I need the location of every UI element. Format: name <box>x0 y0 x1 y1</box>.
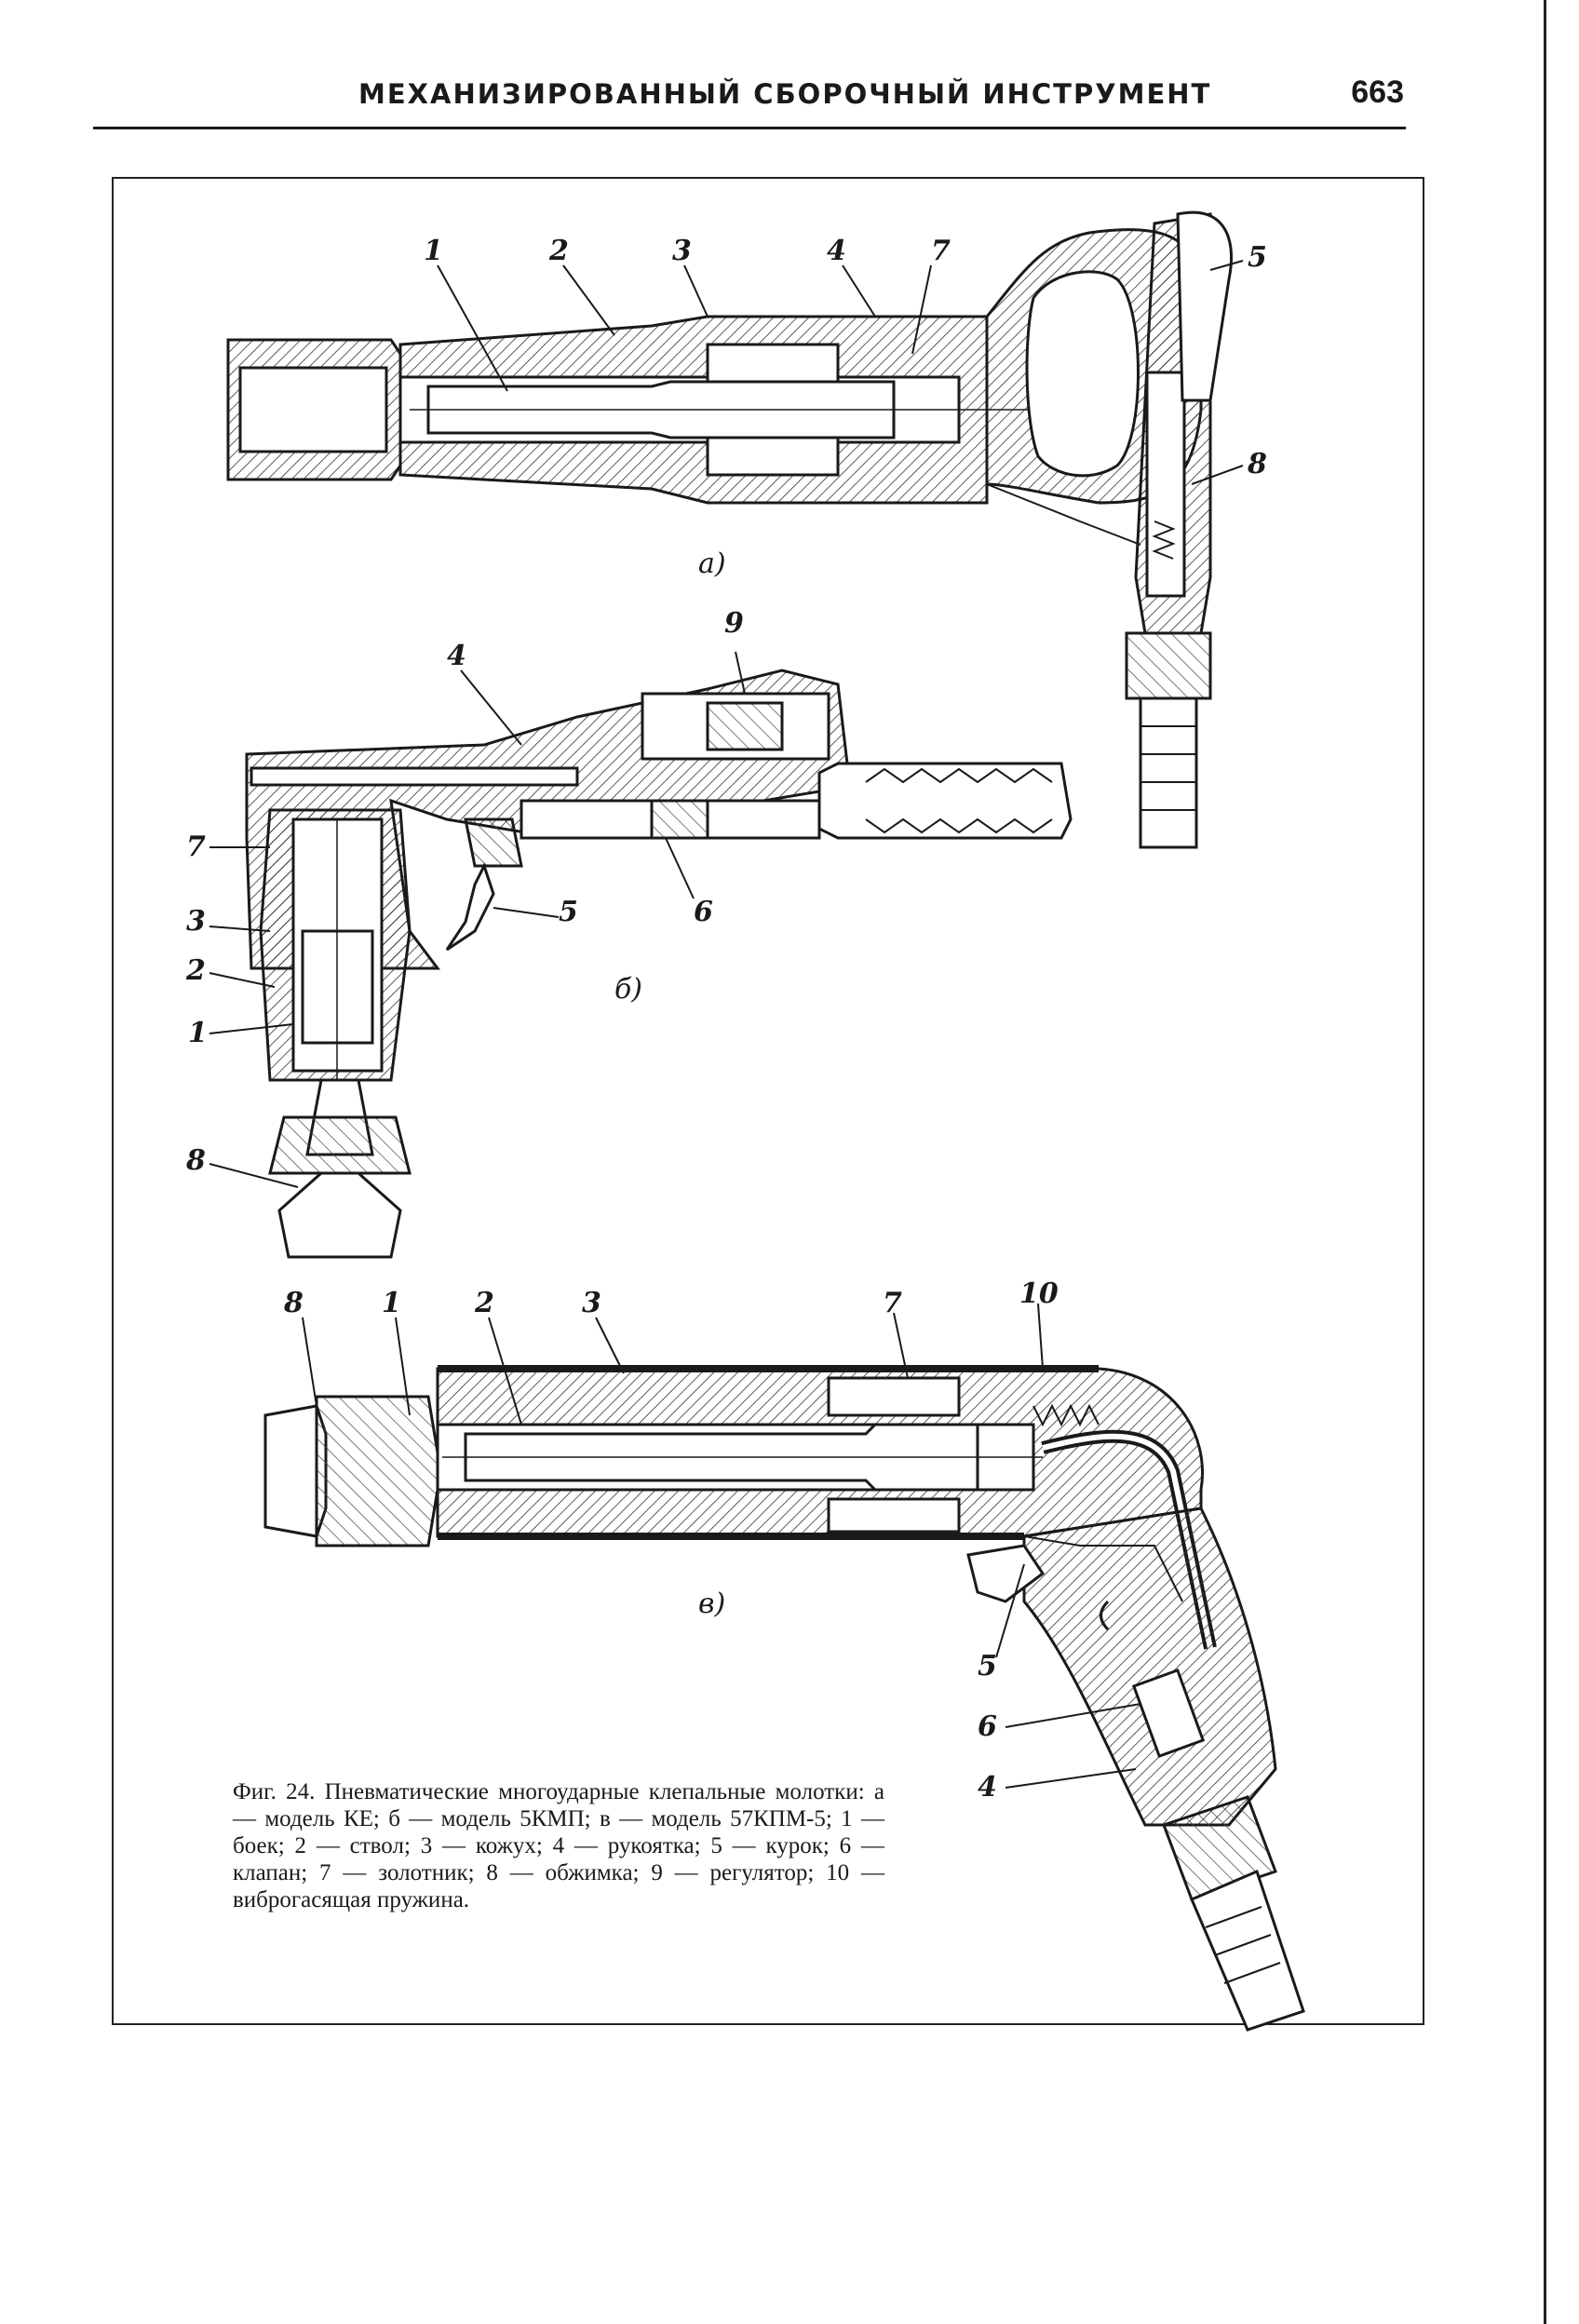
label-c-3: 3 <box>582 1287 601 1319</box>
label-a-3: 3 <box>672 235 692 267</box>
label-a-7: 7 <box>931 235 951 267</box>
subfigure-label-c: в) <box>698 1588 726 1620</box>
page-edge-line <box>1544 0 1546 2324</box>
header-rule <box>93 127 1406 129</box>
drawing-b-hammer-5kmp <box>245 669 1073 1259</box>
label-c-5: 5 <box>978 1650 997 1682</box>
label-c-4: 4 <box>978 1771 997 1804</box>
label-a-5: 5 <box>1248 241 1267 274</box>
leader-lines <box>209 260 1244 1789</box>
label-b-3: 3 <box>186 905 206 938</box>
running-title: МЕХАНИЗИРОВАННЫЙ СБОРОЧНЫЙ ИНСТРУМЕНТ <box>358 78 1212 110</box>
figure-frame <box>112 177 1424 2025</box>
label-a-8: 8 <box>1248 448 1267 480</box>
label-b-7: 7 <box>186 831 206 863</box>
label-b-4: 4 <box>447 640 466 672</box>
page-number: 663 <box>1351 74 1404 110</box>
drawing-c-hammer-57kpm5 <box>263 1365 1305 2032</box>
label-b-8: 8 <box>186 1144 206 1177</box>
label-a-2: 2 <box>549 235 569 267</box>
subfigure-label-a: а) <box>698 547 726 580</box>
label-c-8: 8 <box>284 1287 304 1319</box>
figure-caption: Фиг. 24. Пневматические многоударные кле… <box>233 1779 884 1912</box>
subfigure-label-b: б) <box>614 973 643 1006</box>
label-c-1: 1 <box>382 1287 401 1319</box>
label-b-1: 1 <box>188 1017 208 1049</box>
label-b-2: 2 <box>186 954 206 987</box>
label-b-6: 6 <box>694 896 713 928</box>
label-a-4: 4 <box>827 235 846 267</box>
label-c-2: 2 <box>475 1287 494 1319</box>
page-header: МЕХАНИЗИРОВАННЫЙ СБОРОЧНЫЙ ИНСТРУМЕНТ 66… <box>93 73 1404 128</box>
label-c-6: 6 <box>978 1710 997 1743</box>
label-c-10: 10 <box>1019 1277 1059 1310</box>
label-b-5: 5 <box>559 896 578 928</box>
drawing-a-hammer-ke <box>226 210 1234 849</box>
label-b-9: 9 <box>724 607 744 640</box>
label-a-1: 1 <box>424 235 443 267</box>
label-c-7: 7 <box>883 1287 902 1319</box>
